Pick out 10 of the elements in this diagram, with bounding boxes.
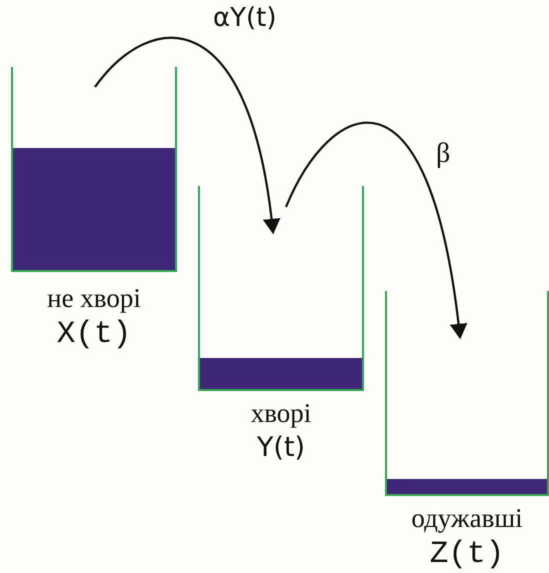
- curved-arrow: [285, 122, 467, 340]
- group-label: не хворі: [46, 285, 142, 312]
- edge-label: αY(t): [213, 5, 277, 31]
- variable-label: Z(t): [428, 539, 506, 570]
- variable-label: X(t): [56, 319, 132, 350]
- curved-arrow: [94, 37, 280, 234]
- variable-label: Y(t): [256, 434, 306, 461]
- edge-label: β: [436, 140, 450, 168]
- group-label: одужавші: [410, 505, 524, 532]
- group-label: хворі: [250, 400, 312, 427]
